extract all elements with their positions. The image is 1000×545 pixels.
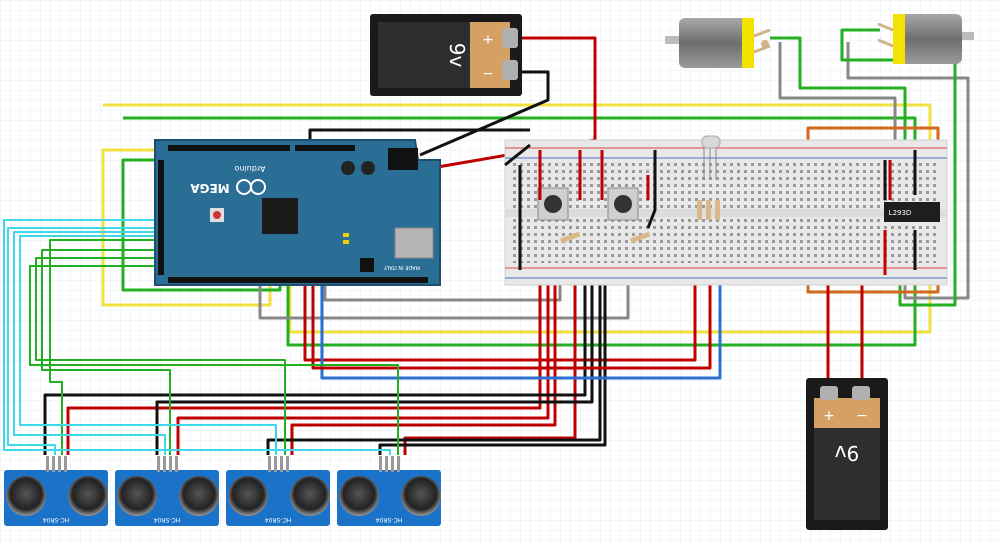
ultrasonic-sensor-2[interactable]: HC-SR04 [115, 456, 219, 526]
breadboard-holes-bottom [512, 218, 940, 263]
sensor-pin [52, 456, 55, 472]
microcontroller-chip [262, 198, 298, 234]
sensor-pin [286, 456, 289, 472]
arduino-brand: MEGA [190, 181, 230, 195]
usb-port[interactable] [394, 227, 434, 259]
header-left [158, 160, 164, 275]
wire-yellow[interactable] [101, 103, 932, 334]
battery-terminal-minus [502, 60, 518, 80]
sensor-label: HC-SR04 [154, 516, 181, 523]
rgb-led[interactable] [701, 135, 721, 180]
l293d-chip[interactable]: L293D [884, 202, 940, 222]
battery-top-plus: + [482, 32, 494, 48]
battery-bottom-label: 9v [835, 441, 860, 465]
sensor-pin [391, 456, 394, 472]
sensor-pin [175, 456, 178, 472]
battery-top[interactable]: + − 9v [370, 14, 522, 96]
wire-red-bundle[interactable] [66, 250, 697, 455]
sensor-pin [64, 456, 67, 472]
resistor-2[interactable] [629, 231, 651, 244]
led-rx [343, 240, 349, 244]
battery-bottom[interactable]: + − 9v [806, 378, 888, 530]
dc-motor-left[interactable] [665, 18, 771, 68]
led-tx [343, 233, 349, 237]
sensor-pin [280, 456, 283, 472]
sensor-pin [169, 456, 172, 472]
battery-bottom-plus: + [823, 408, 835, 424]
transducer-left [339, 476, 379, 516]
sensor-pin [274, 456, 277, 472]
breadboard-holes-top [512, 163, 940, 208]
ultrasonic-sensors: HC-SR04 HC-SR04 HC-SR04 HC-SR04 [4, 456, 441, 526]
icsp-header [360, 258, 374, 272]
ultrasonic-sensor-1[interactable]: HC-SR04 [4, 456, 108, 526]
dc-motor-right[interactable] [877, 14, 974, 64]
sensor-pin [157, 456, 160, 472]
battery-top-minus: − [482, 66, 494, 82]
ultrasonic-sensor-3[interactable]: HC-SR04 [226, 456, 330, 526]
capacitor-1 [341, 161, 355, 175]
sensor-label: HC-SR04 [43, 516, 70, 523]
wire-green-sensors[interactable] [29, 239, 399, 455]
arduino-made-in: MADE IN ITALY [383, 264, 420, 270]
resistor-5[interactable] [715, 200, 720, 220]
ultrasonic-sensor-4[interactable]: HC-SR04 [337, 456, 441, 526]
resistor-1[interactable] [559, 231, 581, 244]
sensor-label: HC-SR04 [265, 516, 292, 523]
sensor-pin [385, 456, 388, 472]
transducer-right [179, 476, 219, 516]
wire-cyan-sensors[interactable] [3, 219, 391, 455]
sensor-pin [268, 456, 271, 472]
battery-terminal-plus [502, 28, 518, 48]
header-bottom [168, 277, 428, 283]
transducer-left [117, 476, 157, 516]
potentiometer-1[interactable] [537, 187, 569, 221]
breadboard[interactable]: L293D [504, 135, 948, 286]
sensor-pin [397, 456, 400, 472]
transducer-left [228, 476, 268, 516]
transducer-right [290, 476, 330, 516]
sensor-pin [379, 456, 382, 472]
arduino-board-name: Arduino [234, 164, 265, 173]
wire-motor-gray[interactable] [778, 42, 970, 300]
battery-bottom-minus: − [856, 408, 868, 424]
arduino-mega-board[interactable]: MEGA Arduino MADE IN ITALY [154, 139, 441, 286]
power-jack[interactable] [388, 148, 418, 170]
header-top-left [168, 145, 286, 151]
wire-blue[interactable] [320, 250, 722, 380]
resistor-3[interactable] [697, 200, 702, 220]
wire-black-bundle[interactable] [43, 278, 607, 455]
wire-red-signal[interactable] [311, 250, 712, 370]
resistor-4[interactable] [706, 200, 711, 220]
transducer-right [401, 476, 441, 516]
l293d-label: L293D [889, 209, 912, 217]
sensor-pin [163, 456, 166, 472]
breadboard-jumpers [504, 143, 917, 270]
transducer-left [6, 476, 46, 516]
sensor-pin [46, 456, 49, 472]
sensor-pin [58, 456, 61, 472]
transducer-right [68, 476, 108, 516]
potentiometer-2[interactable] [607, 187, 639, 221]
sensor-label: HC-SR04 [376, 516, 403, 523]
capacitor-2 [361, 161, 375, 175]
battery-top-label: 9v [445, 43, 469, 68]
